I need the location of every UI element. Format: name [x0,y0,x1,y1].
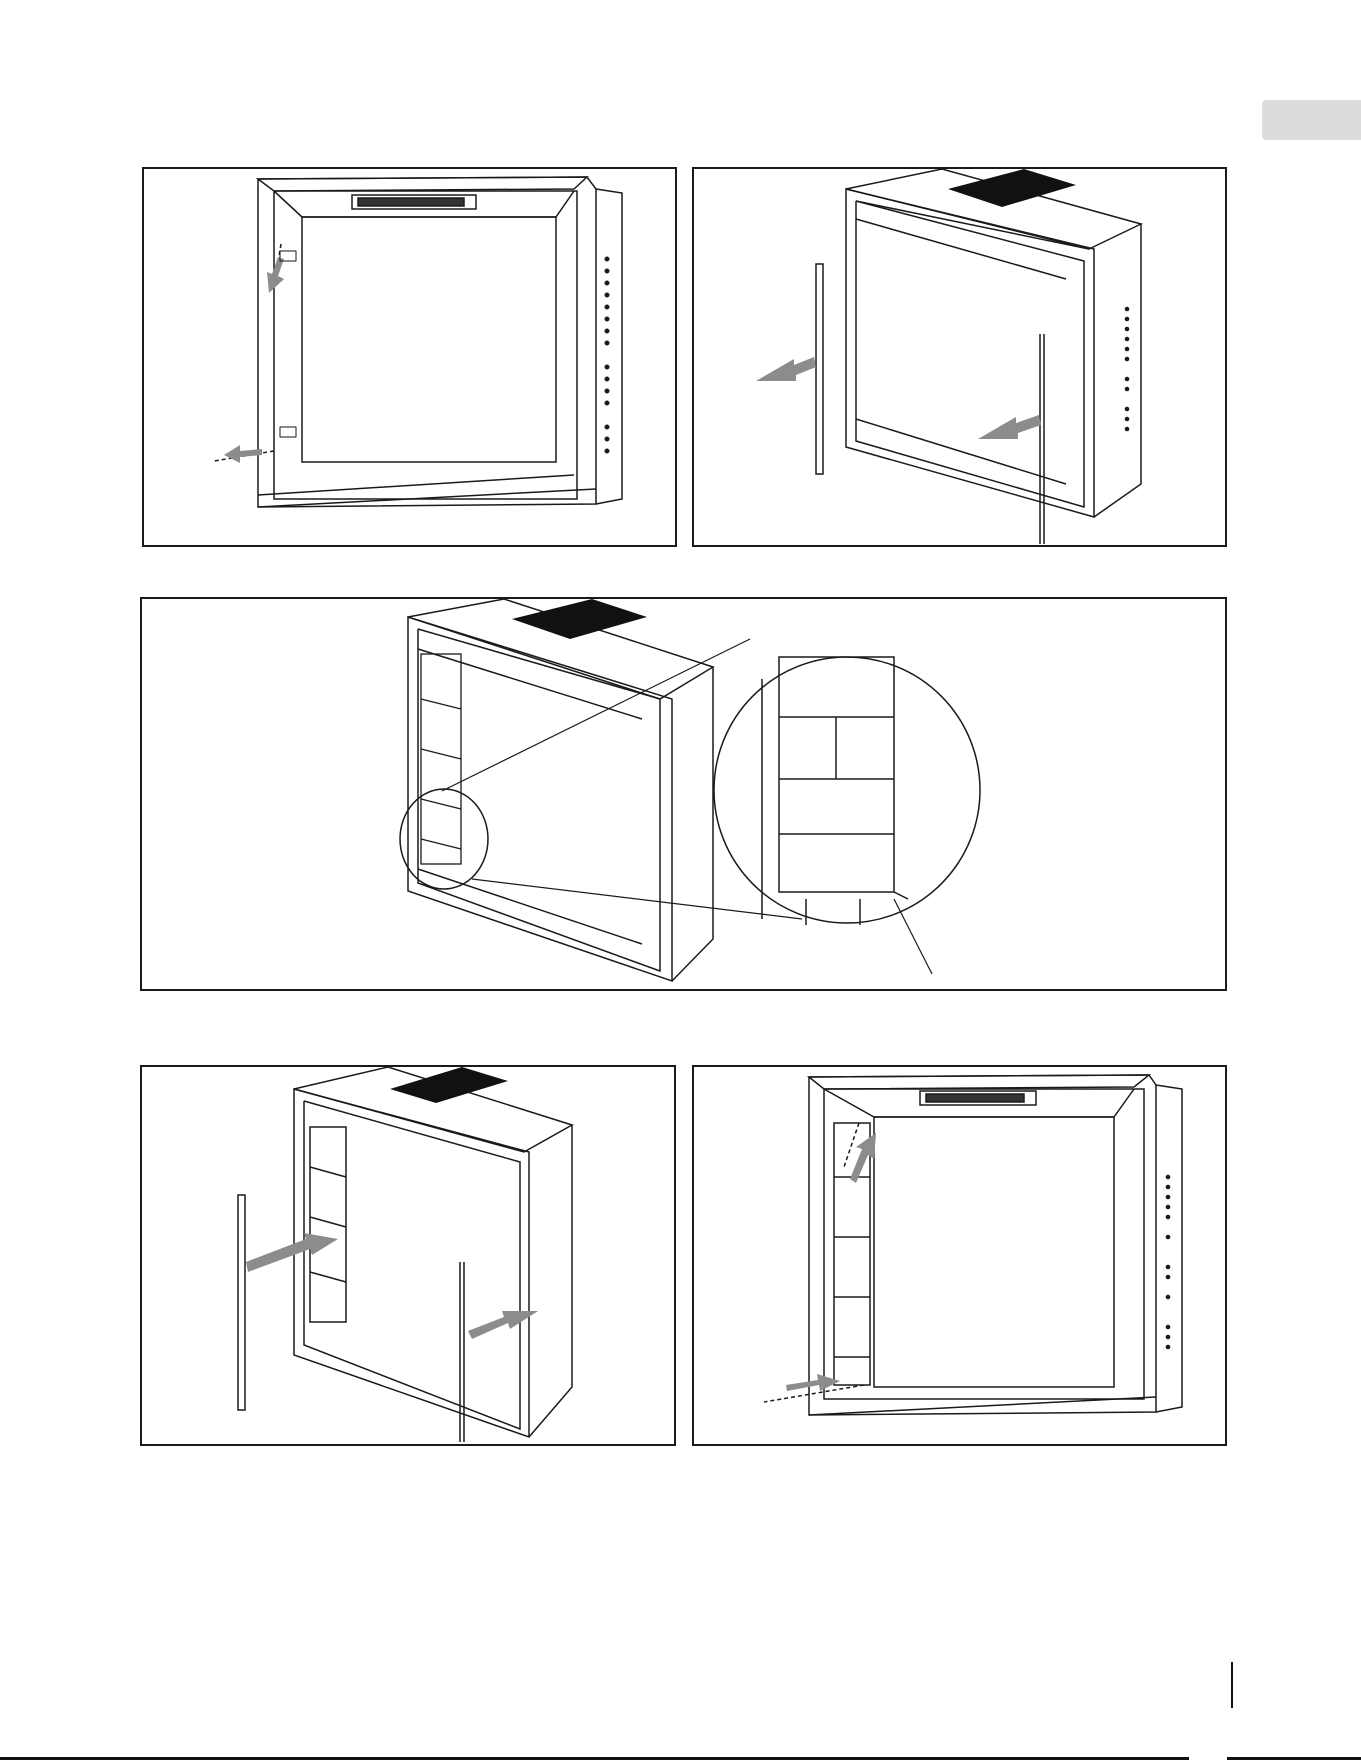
callout-leader-line [894,899,932,974]
fireplace-front-brick-view-drawing [694,1067,1225,1444]
fireplace-front-view-drawing [144,169,675,545]
language-tab [1262,100,1361,140]
side-holes [1125,307,1130,432]
trim-install-arrow [468,1311,538,1339]
fireplace-angled-brick-view-drawing [142,1067,674,1444]
trim-install-arrow [246,1233,338,1272]
detail-callout-circle [400,789,488,889]
trim-removal-arrow [978,415,1041,439]
footer-rule [0,1757,1361,1760]
figure-remove-left-trim-screw [142,167,677,547]
side-holes [1166,1175,1171,1350]
trim-pieces [238,1195,464,1442]
side-holes [605,257,610,454]
page-number-rule [1231,1662,1233,1708]
removed-trim-pieces [816,264,1044,544]
footer-rule-gap [1189,1757,1227,1760]
figure-remove-side-trims [692,167,1227,547]
figure-reinstall-side-trims [140,1065,676,1446]
magnified-detail-circle [714,657,980,923]
brick-pattern [421,654,461,864]
figure-reinstall-trim-screw [692,1065,1227,1446]
fireplace-with-brick-panel-drawing [142,599,1225,989]
figure-install-brick-panel-detail [140,597,1227,991]
trim-removal-arrow [756,357,816,381]
fireplace-angled-view-drawing [694,169,1225,545]
